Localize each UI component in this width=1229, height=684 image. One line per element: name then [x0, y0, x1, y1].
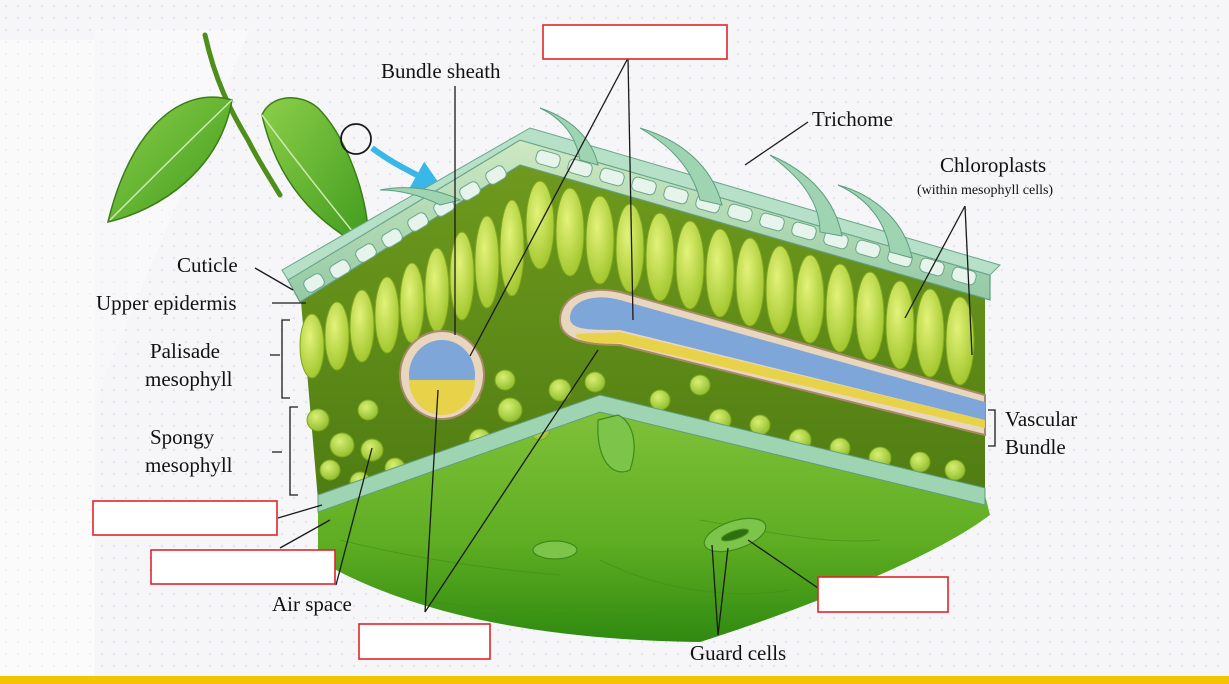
leaf-block	[281, 107, 1001, 642]
palisade-mesophyll-label-line2: mesophyll	[145, 367, 233, 391]
palisade-mesophyll-label-line1: Palisade	[150, 339, 220, 363]
spongy-mesophyll-label-line2: mesophyll	[145, 453, 233, 477]
bottom-accent-bar	[0, 676, 1229, 684]
blank-box-lower-epidermis[interactable]	[92, 500, 278, 536]
chloroplasts-label: Chloroplasts	[940, 153, 1046, 177]
cuticle-label: Cuticle	[177, 253, 238, 277]
upper-epidermis-label: Upper epidermis	[96, 291, 237, 315]
vascular-bundle-label-line1: Vascular	[1005, 407, 1077, 431]
chloroplasts-note: (within mesophyll cells)	[917, 183, 1053, 198]
bundle-sheath-label: Bundle sheath	[381, 59, 501, 83]
trichome-label: Trichome	[812, 107, 893, 131]
trichomes	[379, 107, 913, 259]
blank-box-stoma[interactable]	[817, 576, 949, 613]
magnified-region-circle	[340, 123, 372, 155]
blank-box-lower-left[interactable]	[150, 549, 336, 585]
vascular-bundle	[558, 288, 986, 437]
vascular-bundle-label-line2: Bundle	[1005, 435, 1066, 459]
spongy-mesophyll-label-line1: Spongy	[150, 425, 215, 449]
leaf-sprig-illustration	[106, 32, 444, 252]
palisade-mesophyll-cells	[299, 180, 975, 386]
spongy-mesophyll-cells	[306, 369, 966, 493]
leader-lines	[254, 57, 996, 636]
blank-box-bottom[interactable]	[358, 623, 491, 660]
bundle-sheath-circle	[399, 330, 485, 420]
stomata	[532, 414, 767, 560]
guard-cells-label: Guard cells	[690, 641, 786, 665]
zoom-arrow	[370, 145, 444, 190]
air-space-label: Air space	[272, 592, 352, 616]
blank-box-top[interactable]	[542, 24, 728, 60]
